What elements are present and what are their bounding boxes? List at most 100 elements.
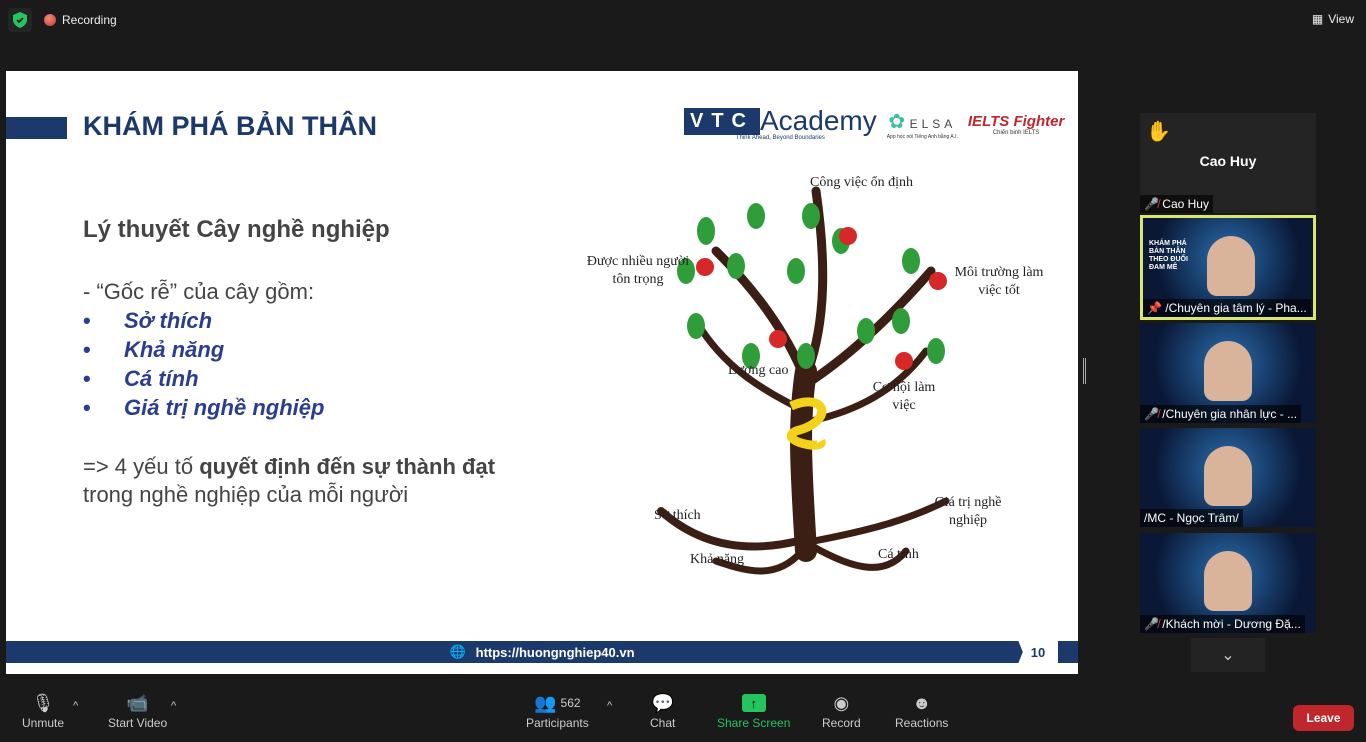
slide-subtitle: Lý thuyết Cây nghề nghiệp (83, 216, 390, 243)
start-video-label: Start Video (108, 716, 168, 730)
conclusion-bold: quyết định đến sự thành đạt (199, 454, 496, 479)
participant-name-tag: /MC - Ngọc Trâm/ (1140, 509, 1243, 527)
security-shield-icon[interactable] (8, 8, 32, 32)
chat-bubble-icon: 💬 (651, 692, 674, 713)
vtc-text: VTC (684, 107, 760, 135)
view-label: View (1328, 12, 1354, 26)
globe-icon: 🌐 (449, 644, 466, 659)
participant-tile[interactable]: ✋ Cao Huy 🎤̸ Cao Huy (1140, 113, 1316, 213)
ielts-sub: Chiến binh IELTS (992, 129, 1040, 136)
bullet-text: Cá tính (124, 366, 199, 391)
elsa-text: ELSA (909, 116, 957, 131)
participant-video (1204, 551, 1252, 611)
record-button[interactable]: ◉ Record (822, 690, 861, 731)
tree-label: Giá trị nghề nghiệp (934, 495, 1002, 528)
participant-name: /Khách mời - Dương Đặ... (1162, 617, 1301, 631)
participant-name-tag: 🎤̸ /Chuyên gia nhân lực - ... (1140, 405, 1302, 423)
slide-title: KHÁM PHÁ BẢN THÂN (83, 111, 377, 141)
participant-video (1207, 236, 1255, 296)
footer-url: https://huongnghiep40.vn (475, 644, 635, 660)
vtc-tagline: Think Ahead, Beyond Boundaries (735, 135, 825, 141)
recording-label: Recording (62, 13, 117, 27)
participant-tile[interactable]: 🎤̸ /Chuyên gia nhân lực - ... (1140, 323, 1316, 423)
recording-dot-icon (44, 14, 56, 26)
raised-hand-icon: ✋ (1146, 121, 1171, 143)
muted-mic-icon: 🎤̸ (1144, 197, 1159, 211)
participant-count: 562 (560, 696, 581, 710)
chat-label: Chat (650, 716, 676, 730)
smiley-plus-icon: ☻ (912, 692, 932, 713)
start-video-button[interactable]: 📹 Start Video (108, 690, 168, 731)
participant-video (1204, 341, 1252, 401)
tree-label: Được nhiều người tôn trọng (586, 254, 690, 287)
chat-button[interactable]: 💬 Chat (650, 690, 676, 731)
participant-video (1204, 446, 1252, 506)
participant-name-tag: 🎤̸ /Khách mời - Dương Đặ... (1140, 615, 1305, 633)
conclusion: => 4 yếu tố quyết định đến sự thành đạt … (83, 453, 495, 509)
meeting-top-bar: Recording ▦View (0, 0, 1366, 40)
title-stripe (6, 117, 67, 139)
participant-name: /Chuyên gia tâm lý - Pha... (1165, 301, 1307, 315)
record-label: Record (822, 716, 861, 730)
video-bg-text: KHÁM PHÁ BẢN THÂN THEO ĐUỔI ĐAM MÊ (1149, 240, 1188, 271)
muted-mic-icon: 🎙 (31, 692, 55, 713)
view-button[interactable]: ▦View (1312, 12, 1354, 26)
tree-label: Khả năng (690, 552, 745, 567)
panel-resize-handle[interactable] (1083, 358, 1086, 384)
elsa-logo: ✿ ELSA App học nói Tiếng Anh bằng A.I. (887, 109, 958, 140)
video-off-icon: 📹 (126, 692, 149, 713)
participant-name: Cao Huy (1162, 197, 1209, 211)
participant-name: /MC - Ngọc Trâm/ (1144, 511, 1239, 525)
audio-options-caret[interactable]: ^ (73, 700, 79, 712)
muted-mic-icon: 🎤̸ (1144, 407, 1159, 421)
participant-name-tag: 📌 /Chuyên gia tâm lý - Pha... (1143, 299, 1311, 317)
bullet-text: Giá trị nghề nghiệp (124, 395, 325, 420)
share-screen-label: Share Screen (717, 716, 791, 730)
reactions-label: Reactions (895, 716, 949, 730)
participant-tile[interactable]: 🎤̸ /Khách mời - Dương Đặ... (1140, 533, 1316, 633)
participant-name-tag: 🎤̸ Cao Huy (1140, 195, 1213, 213)
bullet-text: Khả năng (124, 337, 225, 362)
share-arrow-icon: ↑ (741, 694, 766, 712)
participant-name: /Chuyên gia nhân lực - ... (1162, 407, 1298, 421)
bullet-item: •Khả năng (83, 337, 225, 362)
recording-indicator[interactable]: Recording (44, 13, 117, 27)
tree-label: Sở thích (654, 508, 701, 523)
tree-label: Công việc ổn định (810, 175, 914, 190)
unmute-button[interactable]: 🎙 Unmute (22, 690, 65, 731)
tree-label: Lương cao (728, 363, 789, 378)
tree-label: Cơ hội làm việc (872, 380, 936, 413)
tree-label: Môi trường làm việc tốt (954, 265, 1044, 298)
record-icon: ◉ (833, 692, 850, 713)
ielts-text: IELTS Fighter (967, 112, 1065, 130)
roots-intro: - “Gốc rễ” của cây gồm: (83, 279, 315, 304)
tree-label: Cá tính (878, 547, 919, 562)
participants-options-caret[interactable]: ^ (607, 700, 613, 712)
conclusion-prefix: => 4 yếu tố (83, 454, 200, 479)
leave-button[interactable]: Leave (1293, 705, 1354, 731)
share-screen-button[interactable]: ↑ Share Screen (717, 690, 790, 730)
participants-icon: 👥 (534, 692, 557, 713)
video-options-caret[interactable]: ^ (171, 700, 177, 712)
pin-icon: 📌 (1147, 301, 1162, 315)
roots-list: - “Gốc rễ” của cây gồm: •Sở thích •Khả n… (83, 277, 324, 422)
elsa-flower-icon: ✿ (888, 110, 906, 133)
career-tree-illustration (657, 186, 950, 575)
scroll-down-chevron-icon[interactable]: ⌄ (1191, 638, 1265, 672)
participants-label: Participants (526, 716, 589, 730)
reactions-button[interactable]: ☻ Reactions (895, 690, 949, 731)
bullet-item: •Sở thích (83, 308, 213, 333)
unmute-label: Unmute (22, 716, 65, 730)
participant-tile[interactable]: /MC - Ngọc Trâm/ (1140, 428, 1316, 527)
participant-display-name: Cao Huy (1199, 153, 1257, 169)
participant-tile-active-speaker[interactable]: KHÁM PHÁ BẢN THÂN THEO ĐUỔI ĐAM MÊ 📌 /Ch… (1140, 215, 1316, 320)
page-number: 10 (1018, 640, 1058, 664)
elsa-sub: App học nói Tiếng Anh bằng A.I. (886, 133, 958, 140)
bullet-item: •Giá trị nghề nghiệp (83, 395, 325, 420)
muted-mic-icon: 🎤̸ (1144, 617, 1159, 631)
